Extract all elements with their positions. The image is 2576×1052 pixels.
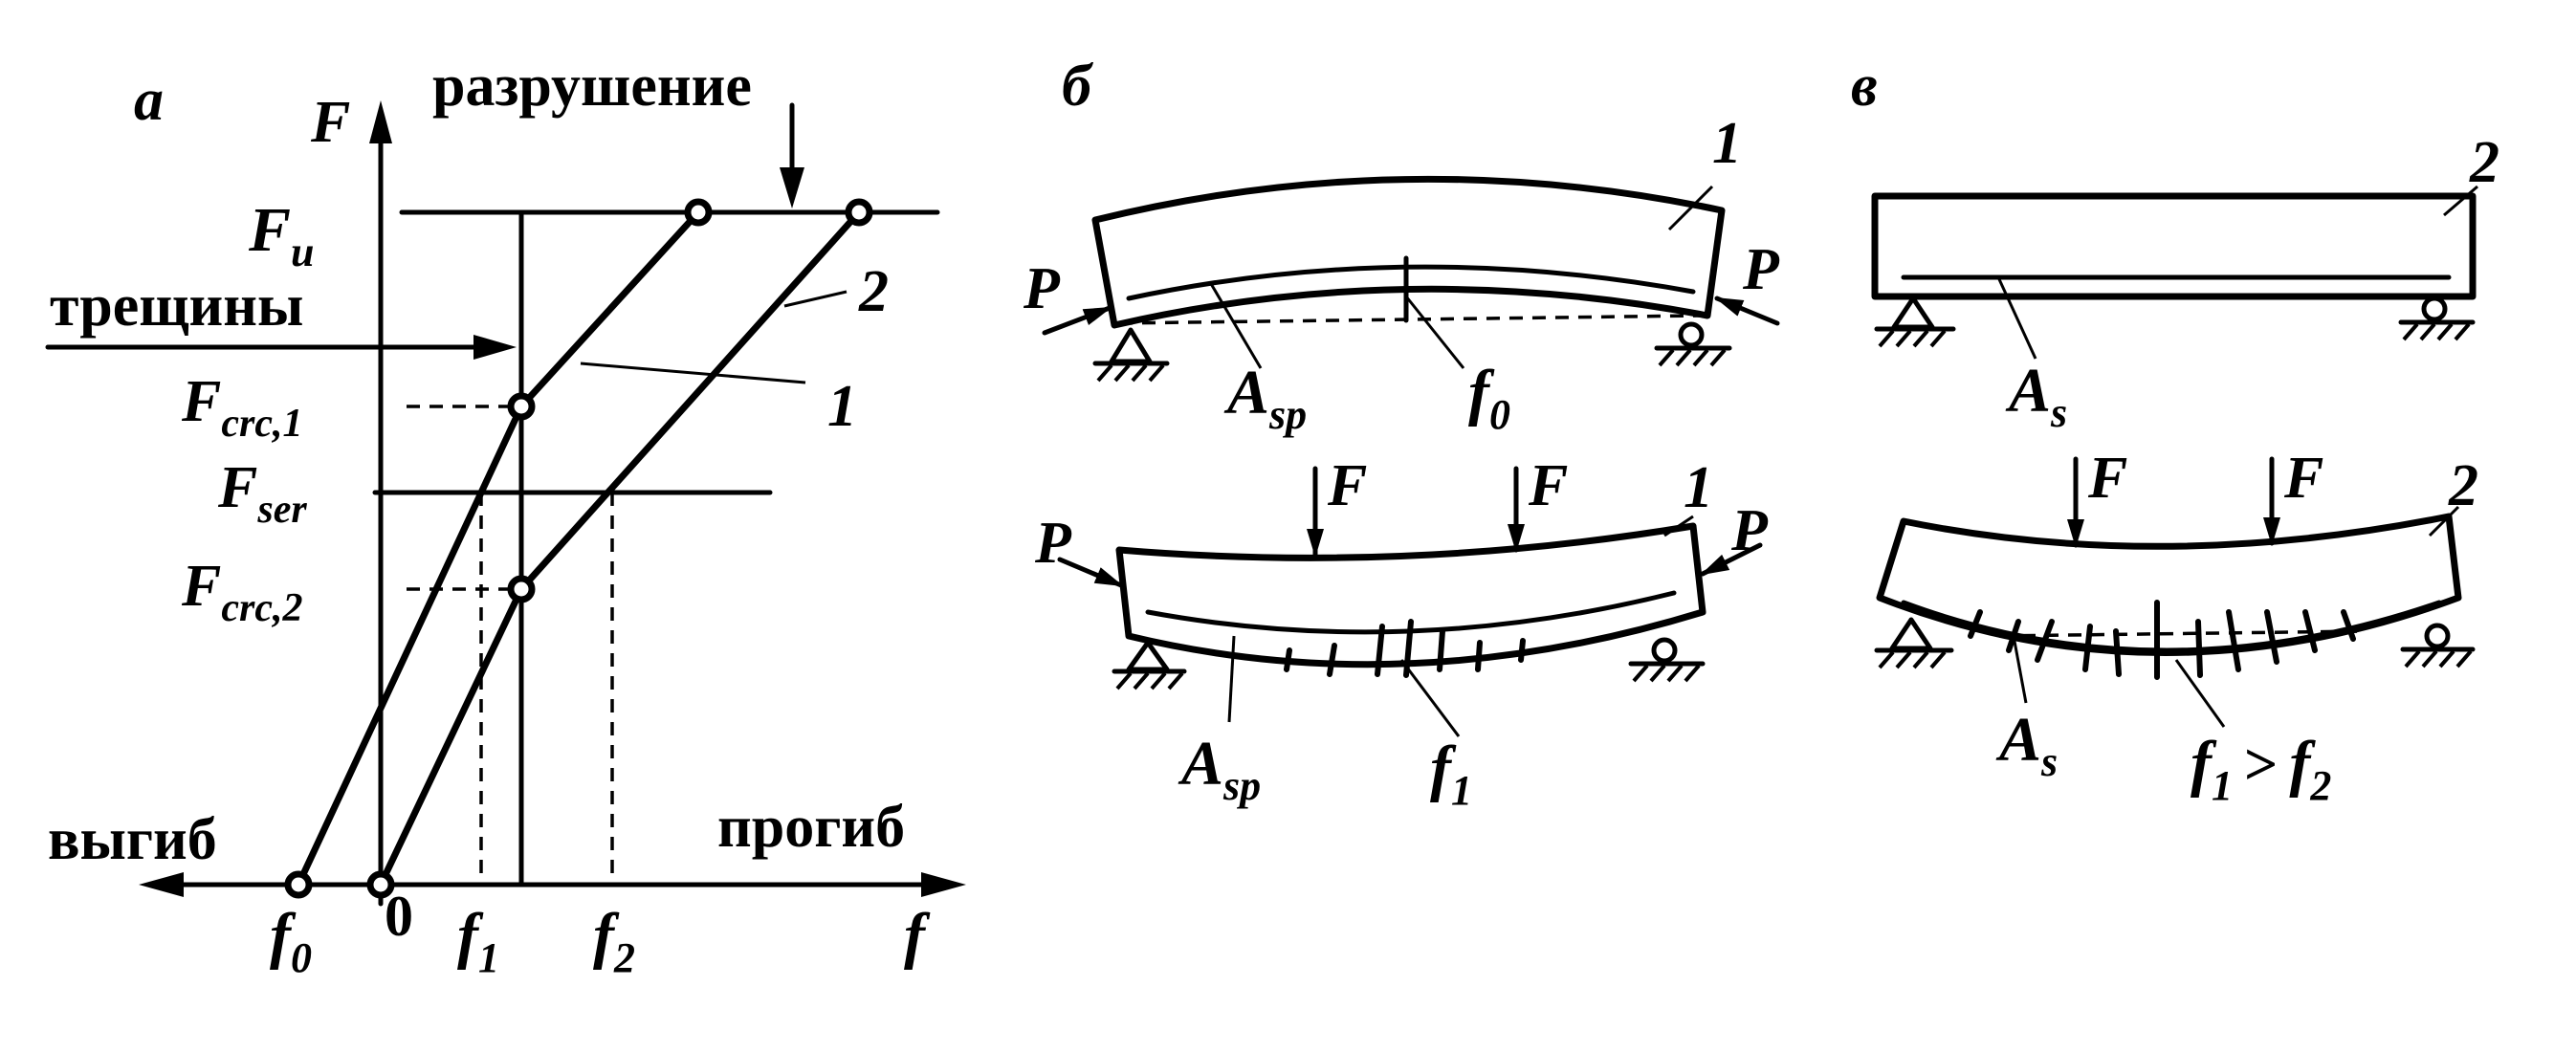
p-arrow-right-bottom [1700, 542, 1763, 577]
fcrc2-label: Fcrc,2 [181, 554, 303, 630]
roller-support-icon [1678, 321, 1705, 348]
origin-point [366, 870, 395, 899]
deflection-arrow-icon [921, 872, 966, 897]
beam-2-leader-bottom [2428, 505, 2460, 537]
panel-b: б P P 1 Asp f0 [1023, 54, 1780, 814]
beam-1-label-top: 1 [1712, 111, 1742, 176]
beam-1-leader-bottom [1663, 515, 1694, 537]
curve-1 [295, 208, 702, 888]
f-axis-end-label: f [904, 901, 931, 971]
pin-support-icon [1889, 617, 1933, 651]
prestressed-beam-bottom [1115, 522, 1706, 668]
ground-hatch-icon [1658, 348, 1727, 367]
ordinary-beam-top [1871, 192, 2477, 300]
f0-label-b: f0 [1468, 358, 1510, 438]
cracks-label: трещины [50, 274, 303, 339]
fcrc1-label: Fcrc,1 [181, 369, 303, 446]
curve-2-leader [783, 290, 848, 308]
p-label-right: P [1742, 237, 1780, 302]
ground-hatch-icon [1878, 650, 1947, 669]
asp-leader-bottom [1227, 635, 1236, 723]
asp-label-bottom: Asp [1178, 729, 1261, 809]
pin-support-icon [1109, 327, 1153, 364]
panel-a: а F [45, 54, 966, 981]
pin-support-icon [1891, 296, 1935, 330]
panel-c: в 2 As F F 2 As [1851, 54, 2499, 809]
chord-line-top [1118, 314, 1702, 325]
p-arrow-right [1714, 296, 1780, 326]
asp-label-top: Asp [1223, 358, 1307, 438]
curve-1-ultimate-point [684, 198, 713, 227]
f-load-label-4: F [2283, 446, 2323, 511]
as-leader-top [1997, 278, 2037, 360]
f-axis-arrow-icon [369, 100, 392, 143]
panel-b-letter: б [1062, 54, 1093, 119]
p-arrow-left [1042, 305, 1112, 336]
ground-hatch-icon [2404, 649, 2473, 668]
ground-hatch-icon [1878, 329, 1947, 348]
camber-arrow-icon [139, 872, 184, 897]
crc2-point [507, 575, 536, 603]
ground-hatch-icon [1096, 363, 1165, 383]
camber-label: выгиб [48, 807, 217, 872]
beam-1-leader [1667, 185, 1714, 231]
curve-1-label: 1 [827, 374, 857, 439]
f1-label-b: f1 [1430, 734, 1472, 814]
f-load-label-1: F [1327, 453, 1367, 518]
ground-hatch-icon [1632, 664, 1701, 683]
rebar-as-bottom [1901, 600, 2442, 653]
beam-2-leader [2443, 185, 2478, 217]
deflection-label: прогиб [717, 795, 905, 860]
f1-gt-f2-label: f1>f2 [2191, 729, 2331, 809]
chord-line-bottom [1998, 629, 2364, 638]
f0-point [284, 870, 313, 899]
f-axis-label: F [310, 90, 350, 155]
fser-label: Fser [217, 455, 307, 532]
f0-label: f0 [270, 901, 312, 981]
beam-2-label-top: 2 [2469, 130, 2499, 195]
p-arrow-left-bottom [1057, 557, 1124, 588]
p-label-left-bottom: P [1034, 511, 1072, 576]
fracture-arrow-icon [780, 167, 804, 208]
roller-support-icon [2421, 296, 2448, 322]
crc1-point [507, 392, 536, 421]
ground-hatch-icon [1115, 671, 1184, 690]
f2-label: f2 [593, 901, 635, 981]
as-label-bottom: As [1995, 705, 2058, 785]
cracks-arrow-icon [473, 335, 517, 360]
as-label-top: As [2005, 356, 2067, 436]
f-load-label-3: F [2087, 446, 2127, 511]
prestressed-beam-top [1091, 175, 1726, 329]
beam-1-label-bottom: 1 [1684, 455, 1713, 520]
roller-support-icon [1651, 637, 1678, 664]
p-label-left: P [1023, 256, 1061, 321]
f0-leader [1404, 296, 1465, 369]
panel-a-letter: а [134, 68, 164, 133]
cracks-bottom-beam [1284, 619, 1526, 678]
fracture-label: разрушение [432, 54, 752, 119]
ground-hatch-icon [2402, 322, 2471, 341]
tendon-asp-top [1126, 264, 1696, 301]
f-load-label-2: F [1528, 453, 1568, 518]
curve-2-label: 2 [858, 259, 889, 324]
f1-label: f1 [457, 901, 499, 981]
beam-2-label-bottom: 2 [2448, 453, 2478, 518]
curve-1-leader [580, 362, 806, 384]
p-label-right-bottom: P [1730, 498, 1769, 563]
fu-label: Fu [248, 195, 315, 275]
pin-support-icon [1126, 640, 1170, 672]
panel-c-letter: в [1851, 54, 1878, 119]
curve-2-ultimate-point [845, 198, 873, 227]
f1-leader-b [1399, 659, 1461, 737]
asp-leader-top [1208, 281, 1263, 369]
zero-label: 0 [385, 885, 413, 948]
f-compare-leader [2174, 659, 2226, 728]
as-leader-bottom [2012, 635, 2028, 704]
roller-support-icon [2424, 623, 2451, 649]
